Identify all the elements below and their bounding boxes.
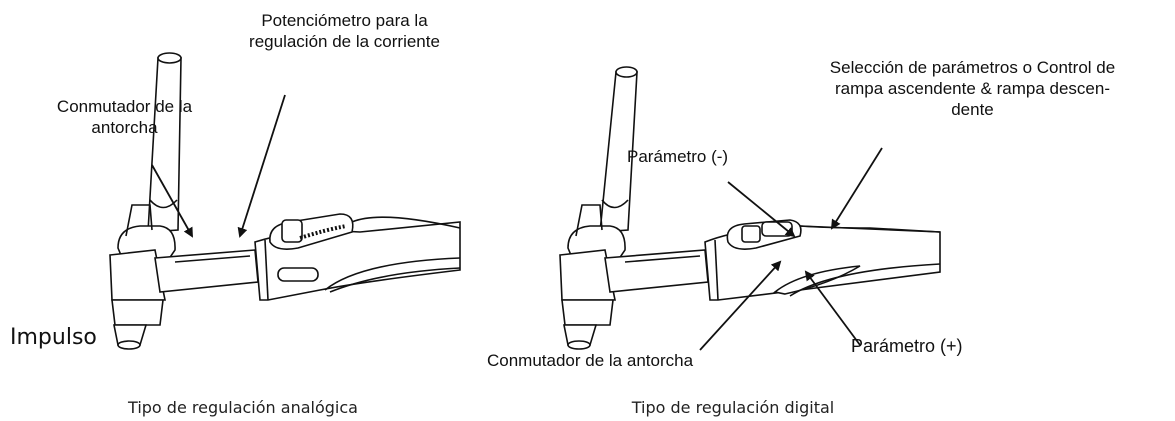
label-impulse: Impulso [10,325,97,350]
label-selection-line-3: dente [951,100,994,119]
label-selection-line-1: Selección de parámetros o Control de [829,58,1116,77]
analog-torch-illustration [109,52,461,350]
arrow-digital-switch [699,260,782,351]
label-analog-switch-line-2: antorcha [91,118,158,137]
caption-analog: Tipo de regulación analógica [128,398,358,417]
caption-digital: Tipo de regulación digital [631,398,835,417]
label-param-plus: Parámetro (+) [851,336,963,356]
arrow-param-plus [804,270,861,346]
label-potentiometer: Potenciómetro para la regulación de la c… [217,10,472,52]
label-analog-switch-line-1: Conmutador de la [56,97,193,116]
arrow-param-minus [727,181,796,238]
arrow-analog-potentiometer [237,94,286,238]
arrow-selection [830,147,883,230]
digital-torch-illustration [559,66,941,350]
label-digital-switch: Conmutador de la antorcha [487,351,694,370]
label-parameter-selection: Selección de parámetros o Control de ram… [785,57,1160,120]
label-potentiometer-line-1: Potenciómetro para la [261,11,428,30]
label-selection-line-2: rampa ascendente & rampa descen- [835,79,1110,98]
label-param-minus: Parámetro (-) [627,147,729,166]
callout-arrows [151,94,883,351]
label-potentiometer-line-2: regulación de la corriente [249,32,440,51]
label-analog-switch: Conmutador de la antorcha [22,96,227,138]
arrow-analog-switch [151,164,193,238]
